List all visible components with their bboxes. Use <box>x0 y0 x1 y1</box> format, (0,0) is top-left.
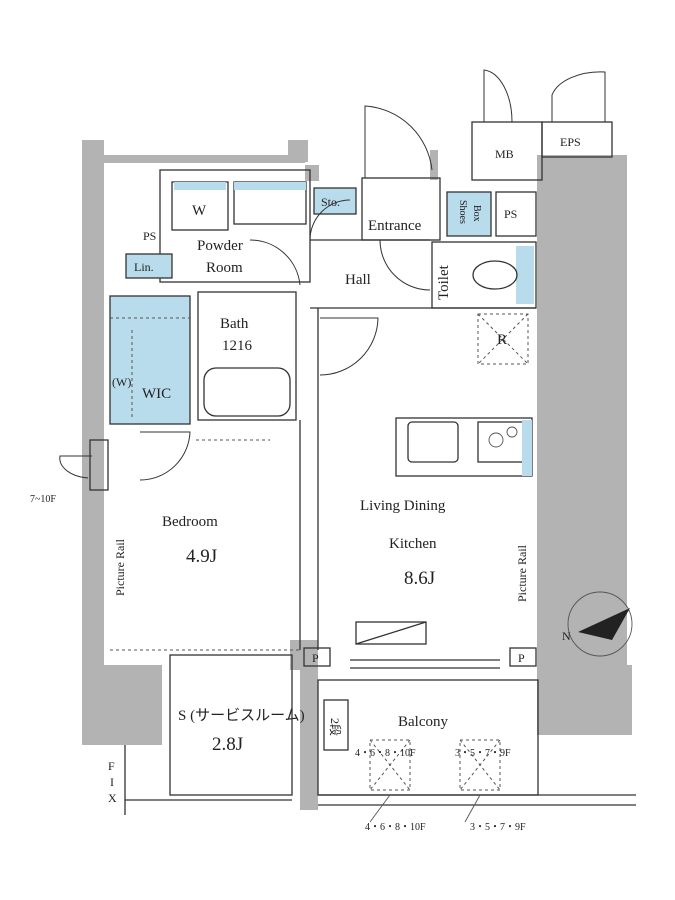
service-room-label: S (サービスルーム) <box>178 707 305 724</box>
balcony-note-left-top: 4・6・8・10F <box>355 748 416 759</box>
hall-label: Hall <box>345 272 371 288</box>
room-labels: MB EPS Sto. Entrance Shoes Box PS PS W P… <box>30 135 581 833</box>
picture-rail-right-label: Picture Rail <box>515 544 529 602</box>
window-floor-note: 7~10F <box>30 494 56 505</box>
ldk-size-label: 8.6J <box>404 568 435 589</box>
balcony-label: Balcony <box>398 714 448 730</box>
washer-label: W <box>192 203 207 219</box>
fix-f-label: F <box>108 759 115 773</box>
service-room-size-label: 2.8J <box>212 734 243 755</box>
balcony-divider-wall <box>300 670 318 810</box>
pillar-left-label: P <box>312 651 319 665</box>
compass-n-label: N <box>562 629 571 643</box>
fix-i-label: I <box>110 775 114 789</box>
ps-entrance-label: PS <box>504 207 517 221</box>
left-wall <box>82 140 104 745</box>
mb-label: MB <box>495 147 514 161</box>
balcony-note-left-bottom: 4・6・8・10F <box>365 822 426 833</box>
bath-size-label: 1216 <box>222 338 253 354</box>
door-swings <box>59 69 606 481</box>
right-wall-lower <box>537 665 632 735</box>
pillar-right-label: P <box>518 651 525 665</box>
toilet-label: Toilet <box>436 264 452 300</box>
balcony-note-right-top: 3・5・7・9F <box>455 748 511 759</box>
compass: N <box>562 591 633 657</box>
interior-lines <box>89 121 636 815</box>
bath-label: Bath <box>220 316 249 332</box>
powder-room-label-2: Room <box>206 260 243 276</box>
top-wall-strip <box>100 155 305 163</box>
ps-powder-label: PS <box>143 229 156 243</box>
top-left-wall <box>82 140 104 160</box>
ldk-label-2: Kitchen <box>389 536 437 552</box>
ldk-label-1: Living Dining <box>360 498 446 514</box>
linen-box <box>126 254 172 278</box>
entrance-wall-bit-2 <box>430 150 438 180</box>
refrigerator-label: R <box>497 332 507 348</box>
wic-label: WIC <box>142 386 171 402</box>
balcony-note-right-bottom: 3・5・7・9F <box>470 822 526 833</box>
eps-label: EPS <box>560 135 581 149</box>
bedroom-size-label: 4.9J <box>186 546 217 567</box>
wic-w-label: (W) <box>112 375 131 389</box>
entrance-wall-bit <box>305 165 319 181</box>
right-wall-top <box>537 155 627 265</box>
walls <box>82 140 632 810</box>
shoes-box-label-2: Box <box>471 205 482 222</box>
entrance-label: Entrance <box>368 218 422 234</box>
shoes-box-label-1: Shoes <box>457 200 468 224</box>
linen-label: Lin. <box>134 260 154 274</box>
storage-label: Sto. <box>321 195 340 209</box>
bedroom-label: Bedroom <box>162 514 218 530</box>
bottom-left-block <box>82 665 162 745</box>
powder-room-label-1: Powder <box>197 238 243 254</box>
fix-x-label: X <box>108 791 117 805</box>
step-ladder-label: 2段 <box>328 718 343 736</box>
picture-rail-left-label: Picture Rail <box>113 538 127 596</box>
